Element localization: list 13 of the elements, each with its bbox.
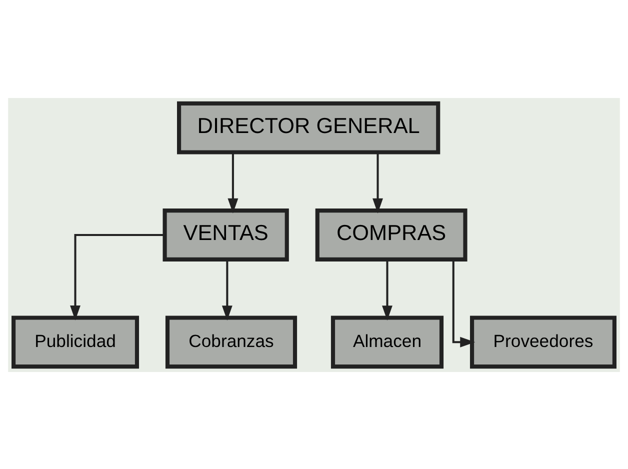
arrow xyxy=(70,233,165,320)
arrow xyxy=(228,152,238,213)
node-box: Almacen xyxy=(330,315,444,368)
node-box: Cobranzas xyxy=(165,315,298,368)
node-box: Proveedores xyxy=(470,315,616,368)
node-box: Publicidad xyxy=(12,315,140,368)
node-box: COMPRAS xyxy=(315,208,468,261)
arrow xyxy=(372,152,383,213)
arrow xyxy=(222,259,232,320)
node-box: VENTAS xyxy=(162,208,289,261)
node-box: DIRECTOR GENERAL xyxy=(177,100,440,154)
arrow xyxy=(452,259,476,347)
arrow xyxy=(382,259,392,320)
